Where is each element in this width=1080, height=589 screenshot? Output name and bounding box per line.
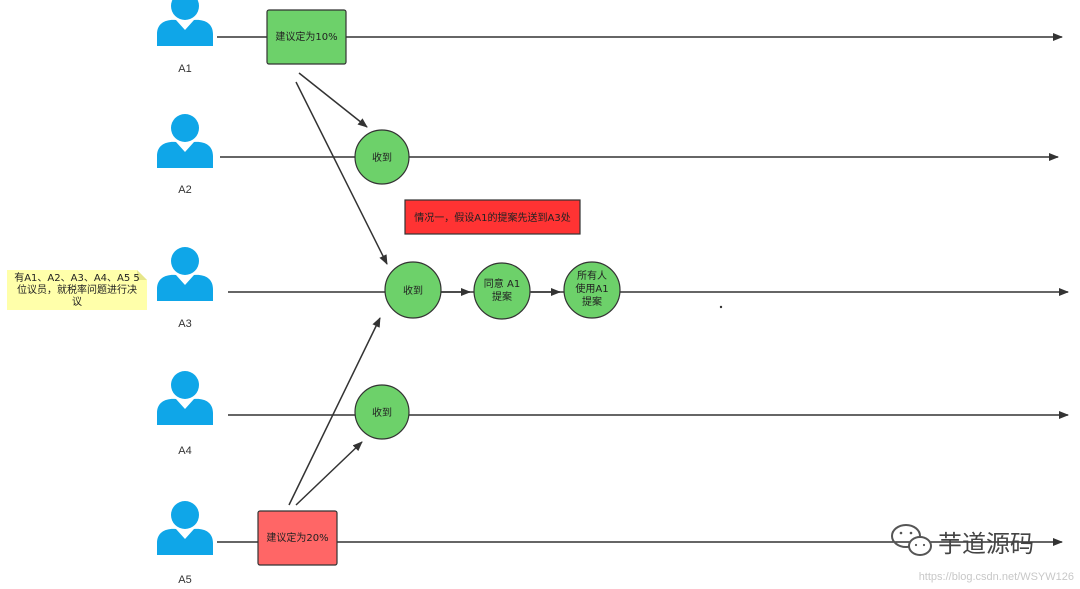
- person-icon: [157, 114, 213, 168]
- person-icon: [157, 0, 213, 46]
- arrow-a5-to-a4: [295, 441, 363, 506]
- proposal-a1: 建议定为10%: [266, 9, 347, 65]
- node-a3-agree: 同意 A1 提案: [473, 262, 531, 320]
- actors: A1 A2 A3 A4 A5: [157, 0, 213, 586]
- node-a4-receive-circle: [354, 384, 410, 440]
- message-arrows: [288, 72, 561, 506]
- arrow-a5-to-a3: [288, 317, 381, 506]
- node-a3-all-use-line2: 使用A1: [575, 282, 608, 295]
- actor-a3: A3: [157, 247, 213, 330]
- node-a4-receive-label: 收到: [372, 406, 392, 419]
- proposal-a5-label: 建议定为20%: [266, 531, 328, 544]
- proposal-a1-box: [266, 9, 347, 65]
- arrow-a1-to-a2: [298, 72, 368, 128]
- actor-a1: A1: [157, 0, 213, 75]
- node-a2-receive: 收到: [354, 129, 410, 185]
- note-fold: [137, 270, 147, 280]
- actor-a3-label: A3: [178, 318, 191, 330]
- proposal-a5: 建议定为20%: [257, 510, 338, 566]
- proposal-a1-label: 建议定为10%: [275, 30, 337, 43]
- node-a3-all-use: 所有人 使用A1 提案: [563, 261, 621, 319]
- actor-a4-label: A4: [178, 445, 191, 457]
- person-icon: [157, 247, 213, 301]
- note-line1: 有A1、A2、A3、A4、A5 5: [14, 271, 140, 284]
- node-a3-agree-circle: [473, 262, 531, 320]
- watermark-brand: 芋道源码: [938, 530, 1034, 558]
- actor-a1-label: A1: [178, 63, 191, 75]
- case-box-label: 情况一，假设A1的提案先送到A3处: [414, 211, 570, 224]
- node-a3-all-use-line3: 提案: [582, 295, 602, 308]
- actor-a4: A4: [157, 371, 213, 457]
- node-a3-agree-line1: 同意 A1: [484, 277, 520, 290]
- note-line3: 议: [72, 296, 82, 308]
- node-a3-all-use-circle: [563, 261, 621, 319]
- stray-dot: [719, 305, 723, 309]
- node-a2-receive-label: 收到: [372, 151, 392, 164]
- node-a2-receive-circle: [354, 129, 410, 185]
- proposal-a5-box: [257, 510, 338, 566]
- node-a3-all-use-line1: 所有人: [577, 269, 607, 282]
- actor-a5: A5: [157, 501, 213, 586]
- node-a3-receive-circle: [384, 261, 442, 319]
- actor-a2-label: A2: [178, 184, 191, 196]
- node-a3-receive-label: 收到: [403, 284, 423, 297]
- arrow-a1-to-a3: [295, 81, 388, 265]
- watermark: 芋道源码 https://blog.csdn.net/WSYW126: [891, 524, 1074, 583]
- actor-a5-label: A5: [178, 574, 191, 586]
- note-line2: 位议员，就税率问题进行决: [17, 283, 137, 296]
- node-a3-agree-line2: 提案: [492, 290, 512, 303]
- watermark-url: https://blog.csdn.net/WSYW126: [919, 571, 1074, 583]
- node-a4-receive: 收到: [354, 384, 410, 440]
- actor-a2: A2: [157, 114, 213, 196]
- note-shape: [7, 270, 147, 310]
- case-box: 情况一，假设A1的提案先送到A3处: [404, 199, 581, 235]
- note: 有A1、A2、A3、A4、A5 5 位议员，就税率问题进行决 议: [7, 270, 147, 310]
- person-icon: [157, 371, 213, 425]
- wechat-icon: [891, 524, 932, 556]
- person-icon: [157, 501, 213, 555]
- timelines: [217, 33, 1069, 546]
- node-a3-receive: 收到: [384, 261, 442, 319]
- case-box-rect: [404, 199, 581, 235]
